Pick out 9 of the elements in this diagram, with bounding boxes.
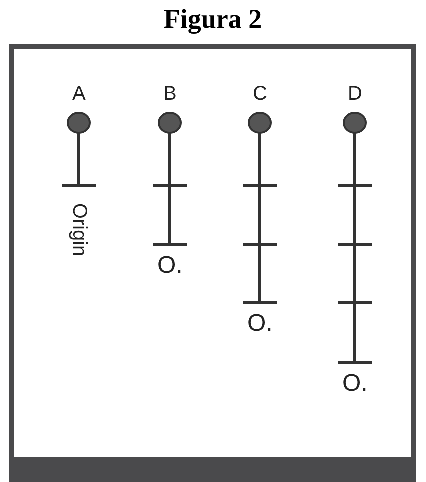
origin-label: Origin <box>69 203 90 257</box>
end-label: O. <box>248 312 273 336</box>
pendulum-label: C <box>253 84 268 104</box>
figure-title: Figura 2 <box>162 4 264 35</box>
end-label: O. <box>158 254 183 278</box>
end-label: O. <box>342 372 368 396</box>
pendulum-label: D <box>348 84 362 104</box>
pendulum-label: B <box>164 84 177 104</box>
pendulum-label: A <box>72 84 86 104</box>
